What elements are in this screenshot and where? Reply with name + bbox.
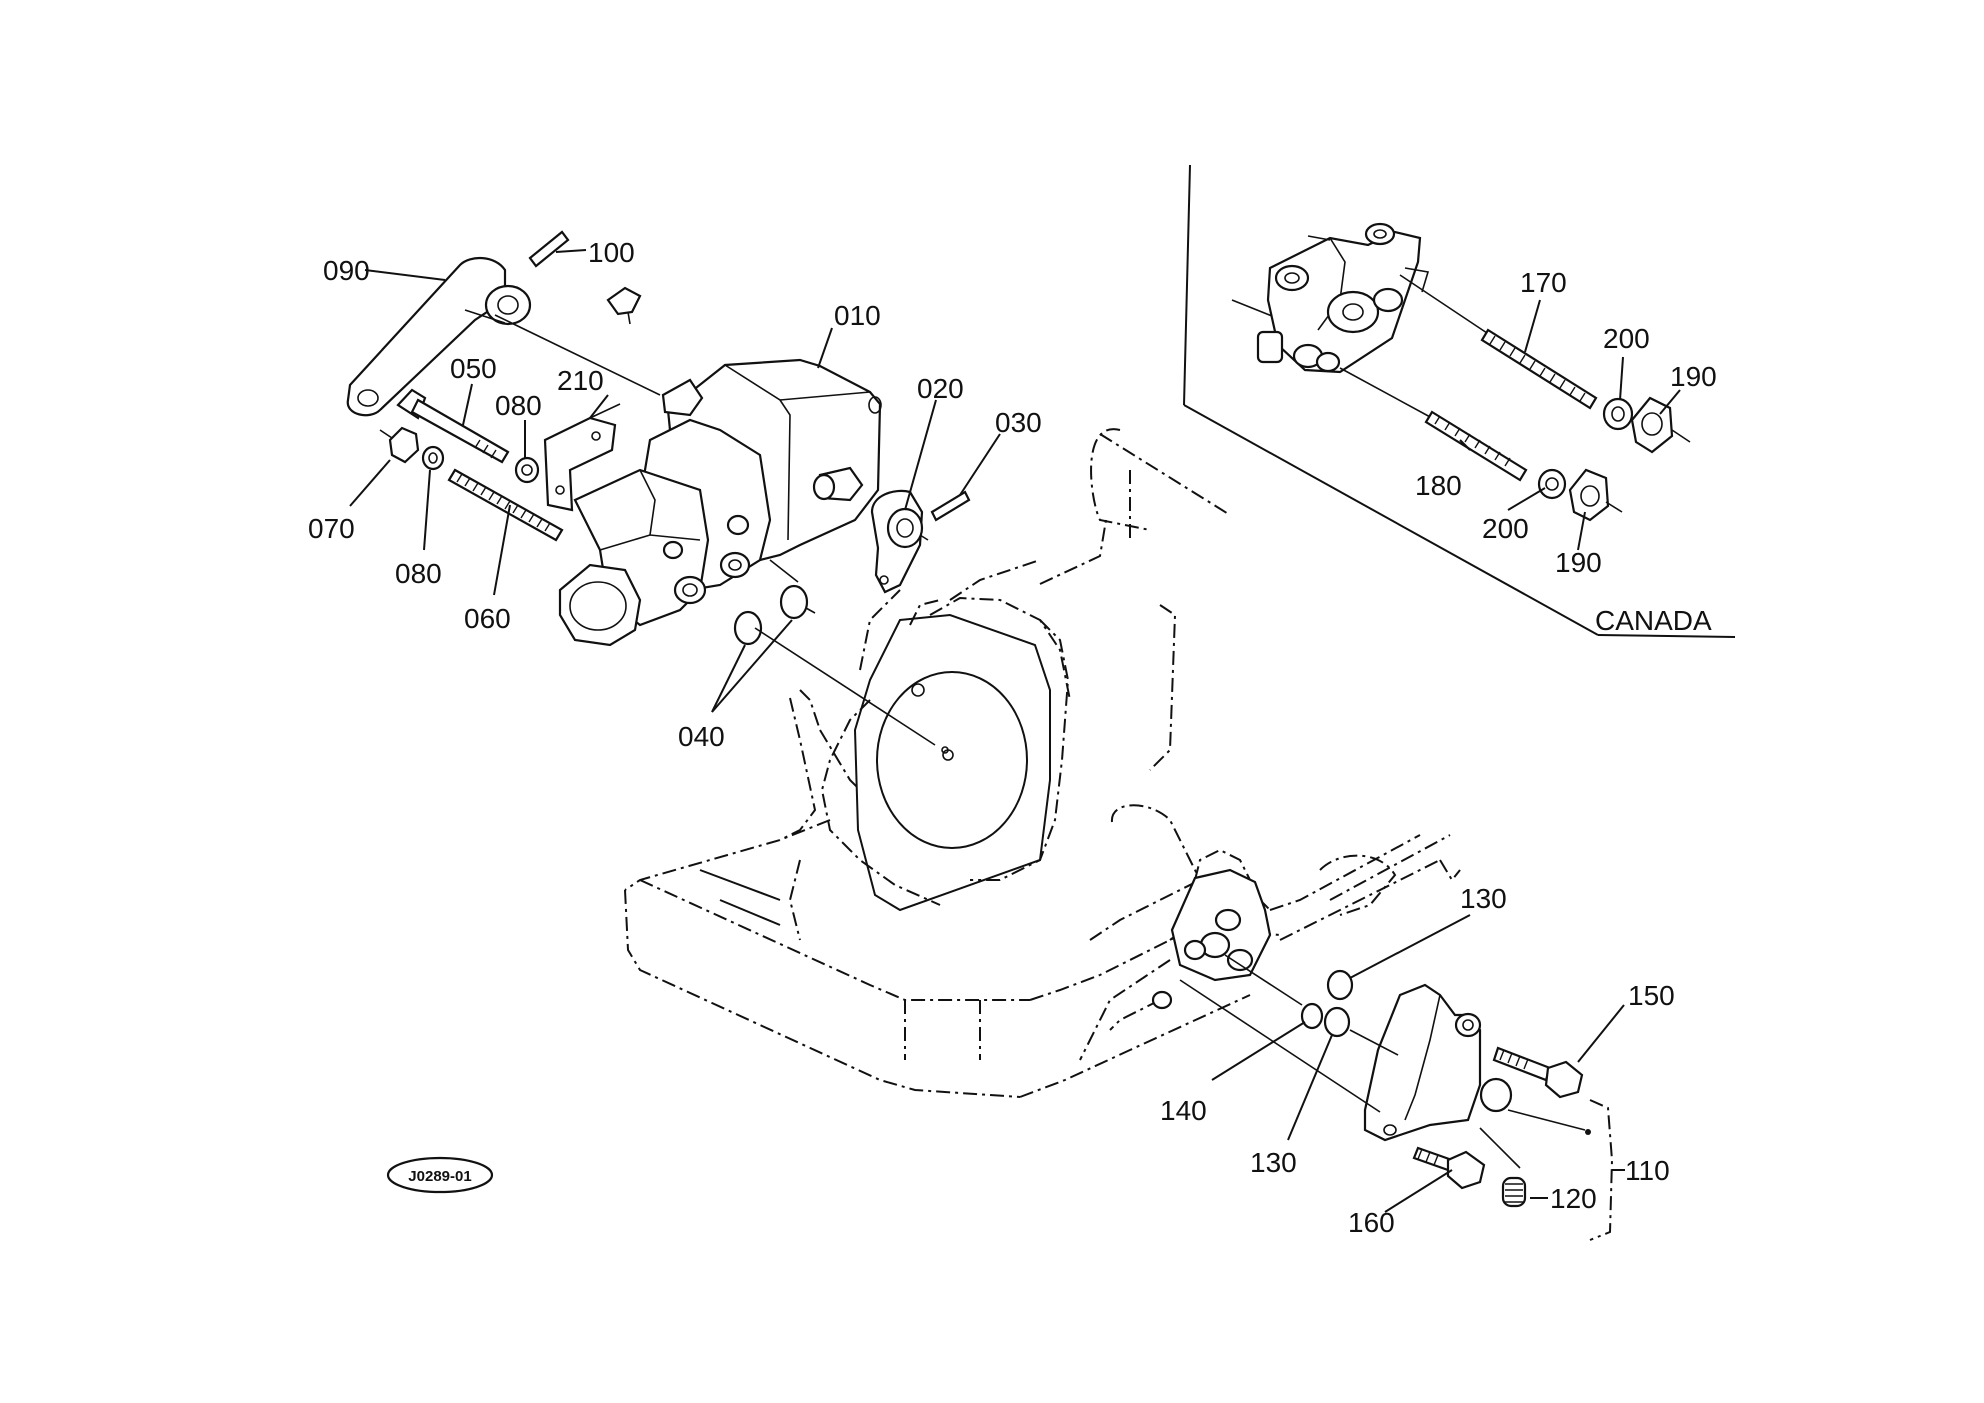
label-180: 180: [1415, 470, 1462, 501]
label-120: 120: [1550, 1183, 1597, 1214]
label-040: 040: [678, 721, 725, 752]
leader-lines: [349, 249, 1681, 1213]
flange-020: [870, 489, 929, 594]
label-190-lower: 190: [1555, 547, 1602, 578]
o-ring-140: [1300, 1002, 1324, 1030]
nut-190-lower: [1568, 468, 1623, 522]
label-190-upper: 190: [1670, 361, 1717, 392]
washer-200-upper: [1602, 397, 1634, 431]
bolt-150: [1492, 1046, 1584, 1099]
bolt-050: [396, 388, 510, 464]
washer-200-lower: [1537, 468, 1567, 500]
label-080-upper: 080: [495, 390, 542, 421]
o-ring-130-upper: [1326, 969, 1354, 1001]
label-100: 100: [588, 237, 635, 268]
label-130-upper: 130: [1460, 883, 1507, 914]
bolt-160: [1412, 1146, 1486, 1190]
washer-080-upper: [514, 456, 540, 484]
o-ring-130-lower: [1323, 1006, 1351, 1038]
stud-060: [447, 468, 564, 542]
inset-label-canada: CANADA: [1595, 605, 1712, 636]
label-170: 170: [1520, 267, 1567, 298]
label-110: 110: [1625, 1155, 1670, 1186]
canada-inset: [1183, 164, 1736, 638]
plug-120: [1501, 1176, 1527, 1208]
nut-070: [379, 426, 420, 464]
stud-170: [1399, 274, 1598, 410]
o-rings-040: [733, 584, 816, 646]
bracket-110: [1363, 983, 1513, 1142]
label-050: 050: [450, 353, 497, 384]
grease-fitting: [606, 286, 642, 325]
label-030: 030: [995, 407, 1042, 438]
label-060: 060: [464, 603, 511, 634]
valve-block-lower: [1151, 868, 1272, 1010]
label-200-upper: 200: [1603, 323, 1650, 354]
label-010: 010: [834, 300, 881, 331]
label-020: 020: [917, 373, 964, 404]
pin-100: [528, 230, 570, 268]
nut-190-upper: [1630, 396, 1691, 454]
figure-code: J0289-01: [408, 1168, 471, 1185]
pump-mounting-flange: [853, 599, 1051, 912]
pin-030: [930, 490, 971, 522]
assembly-bracket-110: [1589, 1099, 1614, 1241]
label-140: 140: [1160, 1095, 1207, 1126]
center-lines-lower: [1179, 954, 1591, 1169]
label-090: 090: [323, 255, 370, 286]
figure-code-badge: J0289-01: [386, 1156, 494, 1194]
label-130-lower: 130: [1250, 1147, 1297, 1178]
center-lines: [494, 314, 936, 746]
bracket-210: [543, 403, 621, 512]
lever-090: [346, 257, 532, 417]
hydraulic-pump-010: [558, 358, 882, 647]
label-070: 070: [308, 513, 355, 544]
label-150: 150: [1628, 980, 1675, 1011]
washer-080-lower: [421, 445, 445, 471]
label-200-lower: 200: [1482, 513, 1529, 544]
label-080-lower: 080: [395, 558, 442, 589]
control-valve-canada: [1231, 222, 1430, 374]
part-labels: 100 090 010 210 050 080 020 030 070 080 …: [308, 237, 1717, 1238]
label-210: 210: [557, 365, 604, 396]
stud-180: [1339, 367, 1528, 482]
label-160: 160: [1348, 1207, 1395, 1238]
